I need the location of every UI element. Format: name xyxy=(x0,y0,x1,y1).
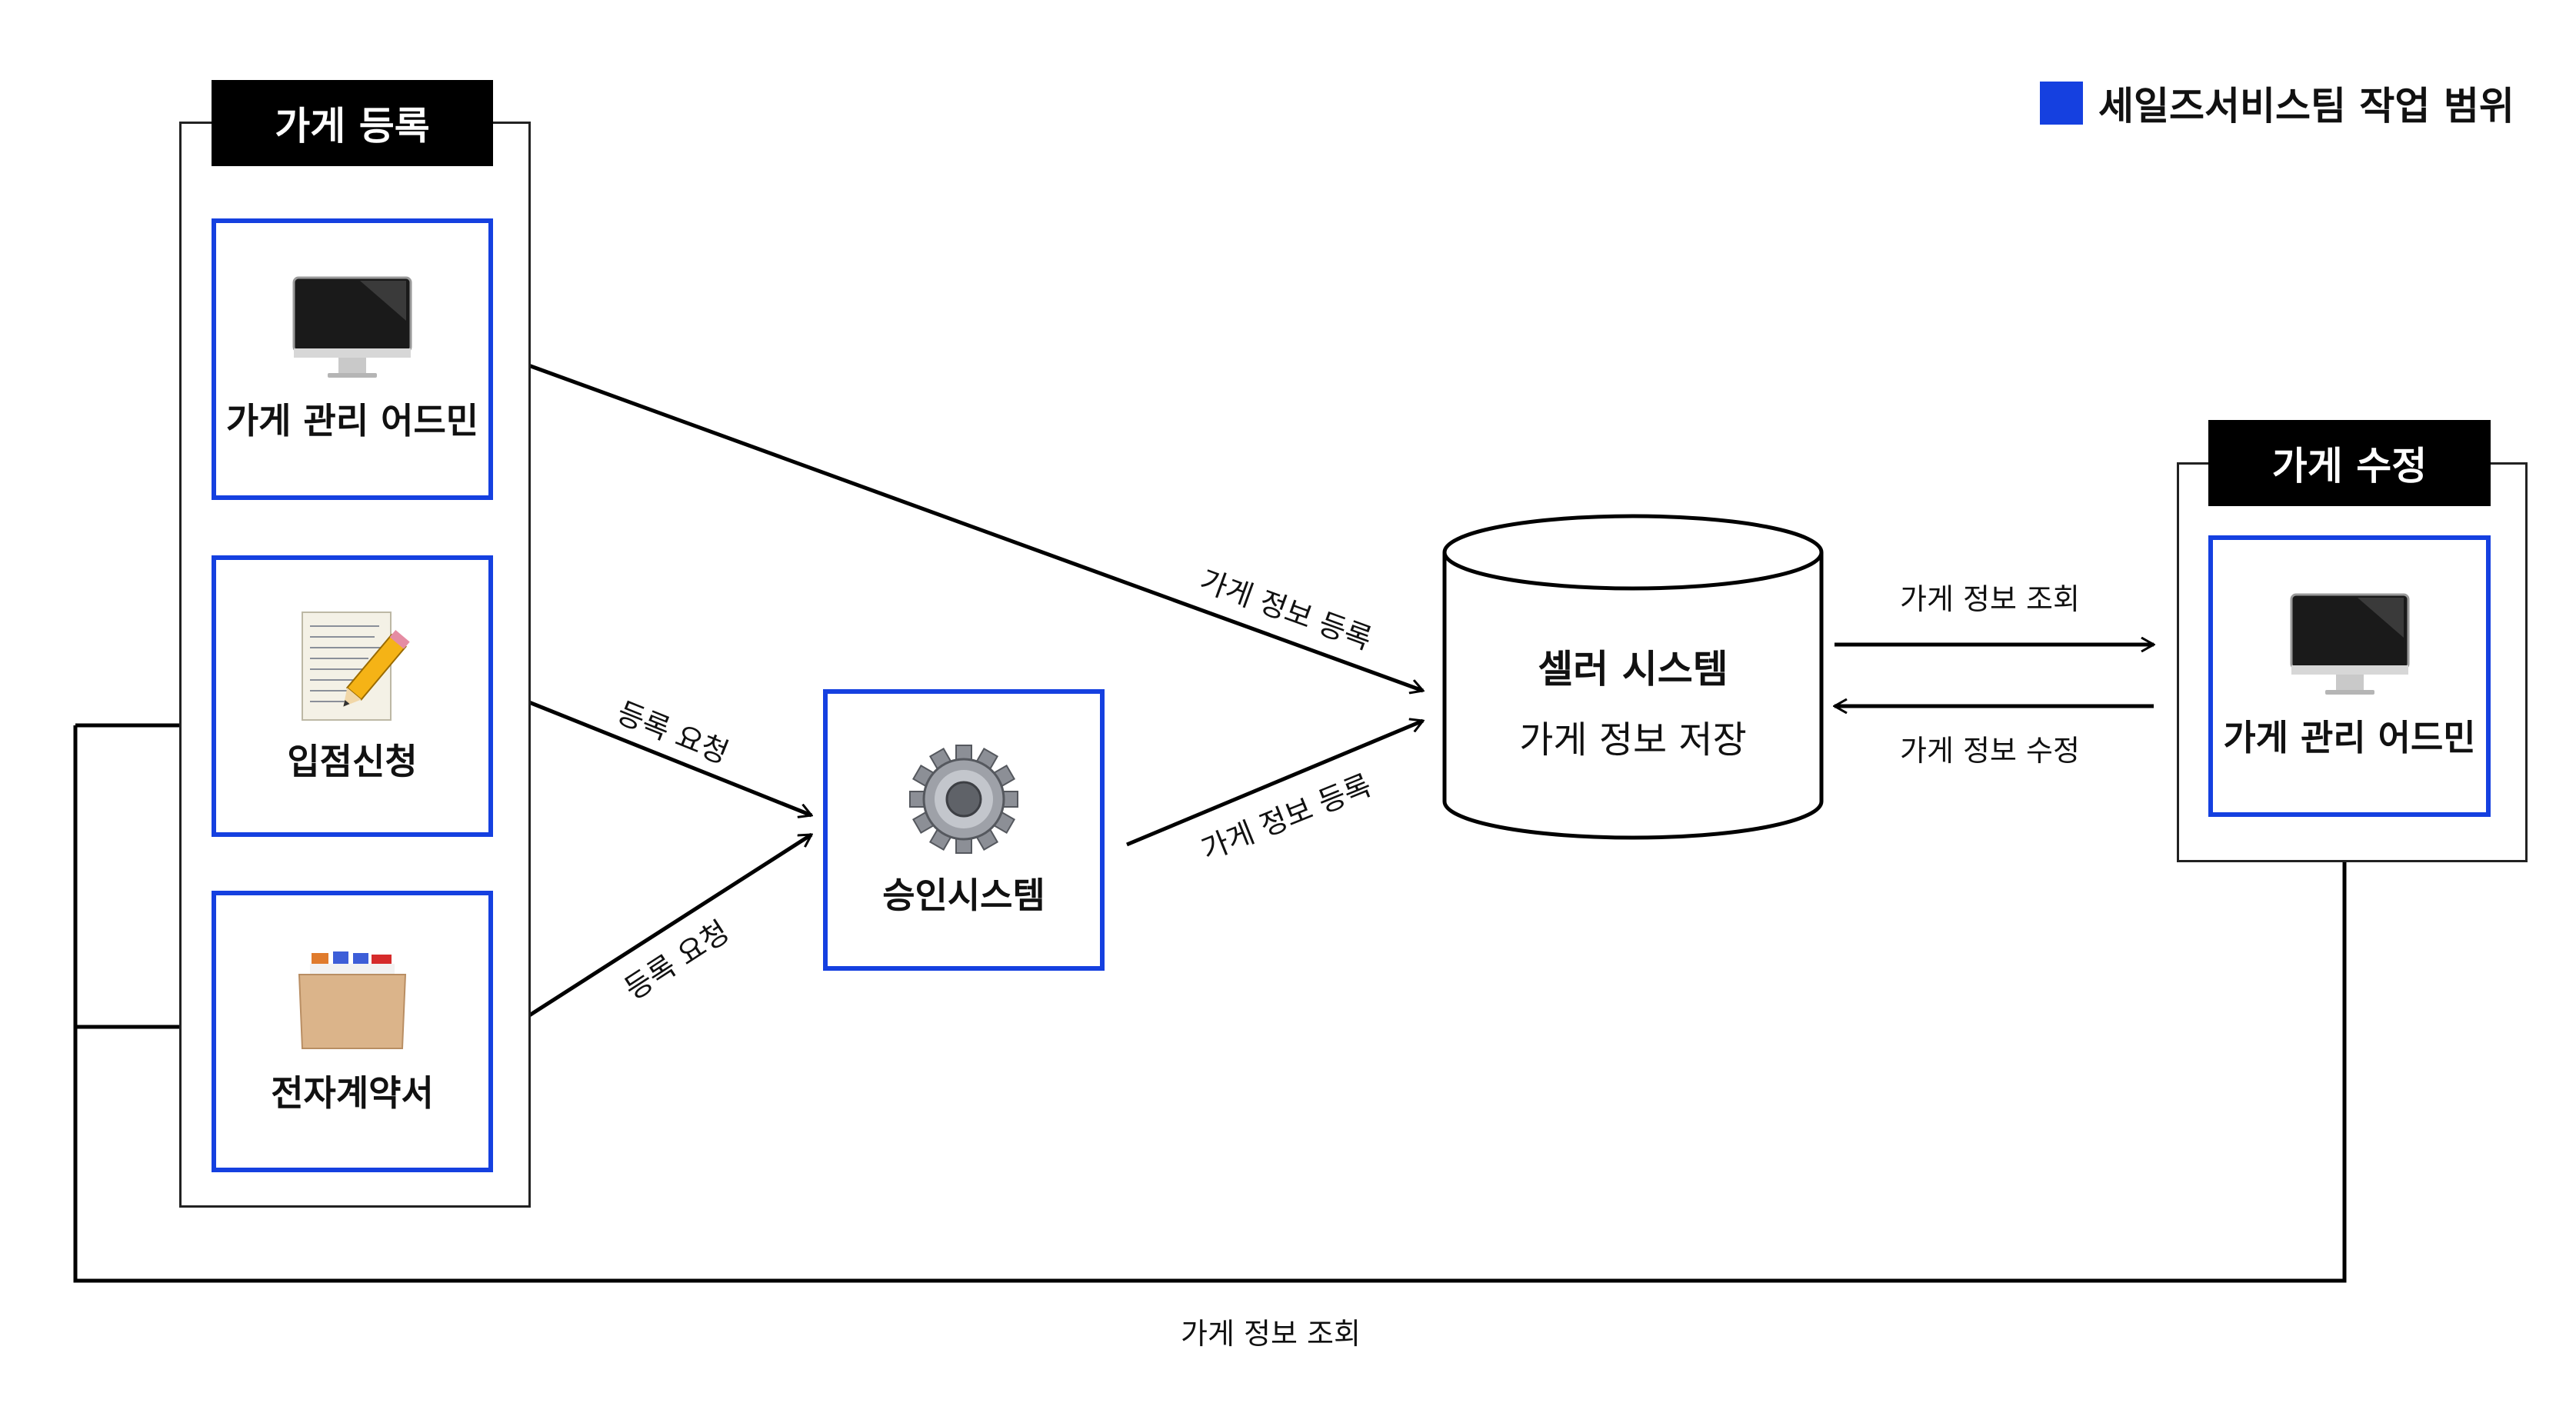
node-approval-system[interactable]: 승인시스템 xyxy=(823,689,1105,971)
node-label: 입점신청 xyxy=(287,741,418,782)
node-label: 전자계약서 xyxy=(271,1072,434,1114)
gear-icon xyxy=(909,745,1018,854)
node-e-contract[interactable]: 전자계약서 xyxy=(212,891,493,1172)
group-title-registration: 가게 등록 xyxy=(212,80,493,166)
node-label: 가게 관리 어드민 xyxy=(2223,717,2476,758)
group-title-edit: 가게 수정 xyxy=(2208,420,2491,506)
node-label: 승인시스템 xyxy=(882,875,1045,916)
edge-approval-to-db xyxy=(1126,721,1423,847)
legend: 세일즈서비스팀 작업 범위 xyxy=(2040,75,2514,131)
legend-swatch xyxy=(2040,82,2083,125)
node-store-admin[interactable]: 가게 관리 어드민 xyxy=(212,218,493,500)
file-drawer-icon xyxy=(298,951,407,1049)
node-store-admin-edit[interactable]: 가게 관리 어드민 xyxy=(2208,535,2491,817)
database-label: 셀러 시스템 가게 정보 저장 xyxy=(1445,638,1821,763)
seller-system-database xyxy=(1442,514,1824,840)
edge-admin-to-db xyxy=(513,358,1423,691)
edge-feedback-loop xyxy=(73,725,2347,1283)
notepad-pencil-icon xyxy=(302,612,410,721)
node-store-application[interactable]: 입점신청 xyxy=(212,555,493,837)
edge-label-db-to-admin-right: 가게 정보 조회 xyxy=(1900,582,2080,616)
database-title: 셀러 시스템 xyxy=(1538,647,1728,692)
legend-label: 세일즈서비스팀 작업 범위 xyxy=(2098,84,2514,128)
edge-label-feedback-loop: 가게 정보 조회 xyxy=(1181,1317,1361,1351)
edge-label-admin-right-to-db: 가게 정보 수정 xyxy=(1900,734,2080,768)
monitor-icon xyxy=(292,276,412,378)
edge-application-to-approval xyxy=(513,694,811,815)
node-label: 가게 관리 어드민 xyxy=(225,400,479,442)
database-subtitle: 가게 정보 저장 xyxy=(1519,718,1747,761)
monitor-icon xyxy=(2290,593,2409,695)
edge-contract-to-approval xyxy=(512,832,811,1028)
